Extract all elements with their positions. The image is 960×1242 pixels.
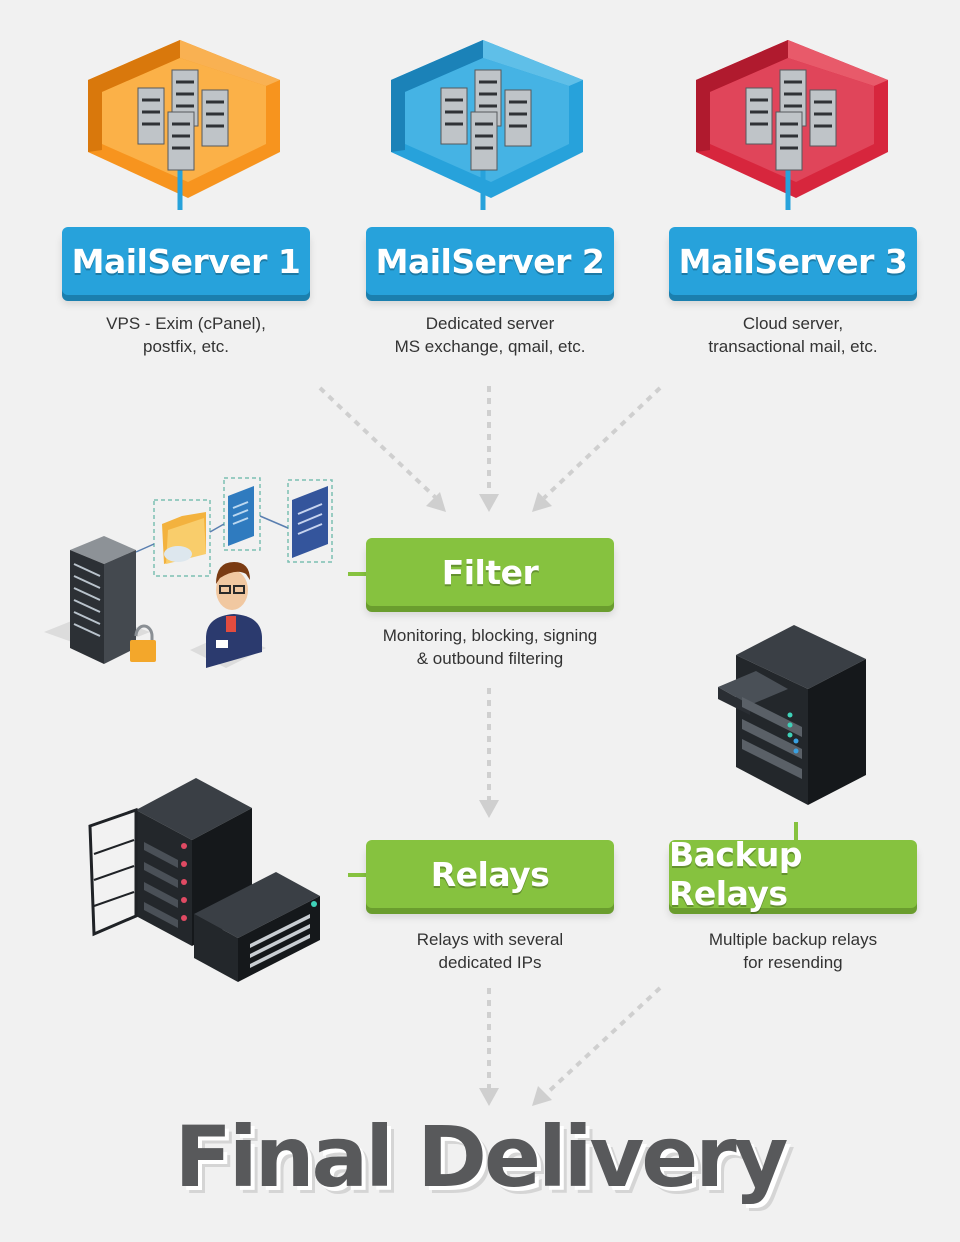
final-delivery-title: Final Delivery [174,1108,789,1206]
mailserver-3-box: MailServer 3 [669,227,917,295]
arrow-backup-to-final [544,986,662,1096]
person-icon [190,562,266,668]
filter-label: Filter [441,552,539,592]
mailserver-1-label: MailServer 1 [71,241,301,281]
backup-relays-description: Multiple backup relays for resending [708,930,878,972]
datacenter-red-icon [696,40,888,210]
filter-box: Filter [366,538,614,606]
mailserver-3-label: MailServer 3 [678,241,908,281]
lock-icon [130,624,156,662]
relays-label: Relays [430,854,550,894]
filter-description: Monitoring, blocking, signing & outbound… [382,626,598,668]
datacenter-orange-icon [88,40,280,210]
relays-description: Relays with several dedicated IPs [416,930,564,972]
arrow-ms1-to-filter [318,386,438,500]
security-filter-illustration [44,477,333,668]
server-rack-icon [44,536,150,664]
folder-icon [162,512,206,564]
document-icon-2 [292,486,328,558]
arrow-ms3-to-filter [542,386,662,500]
relay-servers-icon [88,778,320,982]
dashed-document-frames [135,477,333,577]
mailserver-2-label: MailServer 2 [375,241,605,281]
mailserver-1-box: MailServer 1 [62,227,310,295]
mailserver-1-description: VPS - Exim (cPanel), postfix, etc. [106,314,266,356]
backup-server-rack-icon [718,625,866,805]
backup-relays-box: Backup Relays [669,835,917,913]
backup-relays-label: Backup Relays [669,835,803,913]
mailserver-3-description: Cloud server, transactional mail, etc. [708,314,878,356]
mailserver-2-description: Dedicated server MS exchange, qmail, etc… [394,314,586,356]
datacenter-blue-icon [391,40,583,210]
mailserver-2-box: MailServer 2 [366,227,614,295]
document-icon-1 [228,486,254,546]
relays-box: Relays [366,840,614,908]
